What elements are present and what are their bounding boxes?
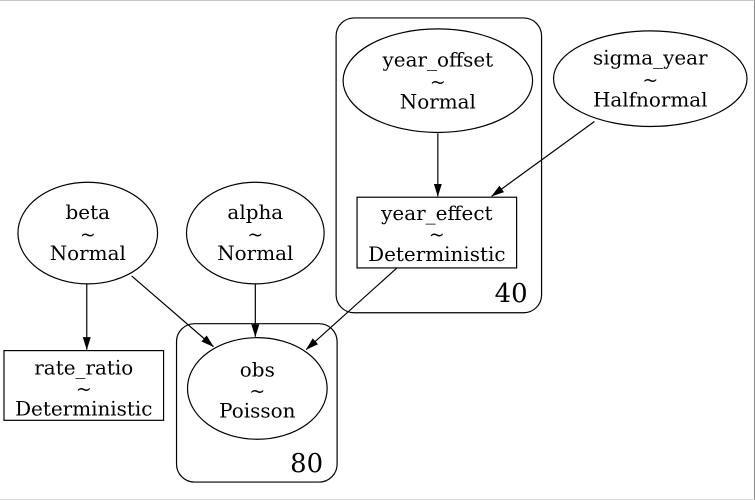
- node-year_offset-name: year_offset: [382, 49, 494, 72]
- node-year_offset: year_offset ~ Normal: [342, 28, 534, 134]
- node-obs-shape: [186, 337, 328, 440]
- plate-40-border: [335, 17, 543, 314]
- node-beta-tilde: ~: [80, 224, 96, 246]
- node-year_offset-dist: Normal: [400, 91, 476, 114]
- node-beta: beta ~ Normal: [17, 181, 159, 285]
- edge-beta-obs: [131, 275, 214, 348]
- node-sigma_year-shape: [552, 30, 748, 128]
- edge-sigma_year-year_effect: [491, 121, 595, 197]
- node-alpha-dist: Normal: [217, 242, 293, 265]
- node-obs-tilde: ~: [249, 380, 265, 402]
- plate-80-border: [175, 323, 338, 483]
- node-rate_ratio-name: rate_ratio: [34, 357, 133, 380]
- node-year_effect-dist: Deterministic: [368, 243, 505, 266]
- node-sigma_year-dist: Halfnormal: [593, 89, 708, 112]
- node-rate_ratio-tilde: ~: [76, 378, 92, 400]
- edge-year_effect-obs: [305, 267, 398, 351]
- node-alpha-shape: [185, 181, 325, 285]
- node-sigma_year-tilde: ~: [642, 70, 658, 92]
- node-beta-shape: [17, 181, 159, 285]
- node-beta-dist: Normal: [50, 242, 126, 265]
- node-year_effect-name: year_effect: [380, 202, 492, 225]
- node-year_effect: year_effect ~ Deterministic: [356, 196, 518, 269]
- plate-80-label: 80: [290, 449, 323, 479]
- plate-40-label: 40: [495, 279, 528, 309]
- node-obs-name: obs: [240, 359, 275, 382]
- node-obs: obs ~ Poisson: [186, 337, 328, 440]
- node-obs-dist: Poisson: [219, 399, 295, 422]
- plate-40: 40: [335, 17, 543, 314]
- node-year_offset-tilde: ~: [430, 72, 446, 94]
- node-beta-name: beta: [66, 201, 111, 224]
- node-sigma_year: sigma_year ~ Halfnormal: [552, 30, 748, 128]
- node-alpha: alpha ~ Normal: [185, 181, 325, 285]
- plate-80: 80: [175, 323, 338, 483]
- node-sigma_year-name: sigma_year: [593, 47, 708, 70]
- node-alpha-tilde: ~: [247, 224, 263, 246]
- node-alpha-name: alpha: [227, 201, 283, 224]
- node-year_effect-tilde: ~: [429, 224, 445, 246]
- node-year_offset-shape: [342, 28, 534, 134]
- node-rate_ratio: rate_ratio ~ Deterministic: [3, 349, 165, 421]
- node-rate_ratio-dist: Deterministic: [15, 397, 152, 420]
- node-year_effect-shape: [356, 196, 518, 269]
- node-rate_ratio-shape: [3, 349, 165, 421]
